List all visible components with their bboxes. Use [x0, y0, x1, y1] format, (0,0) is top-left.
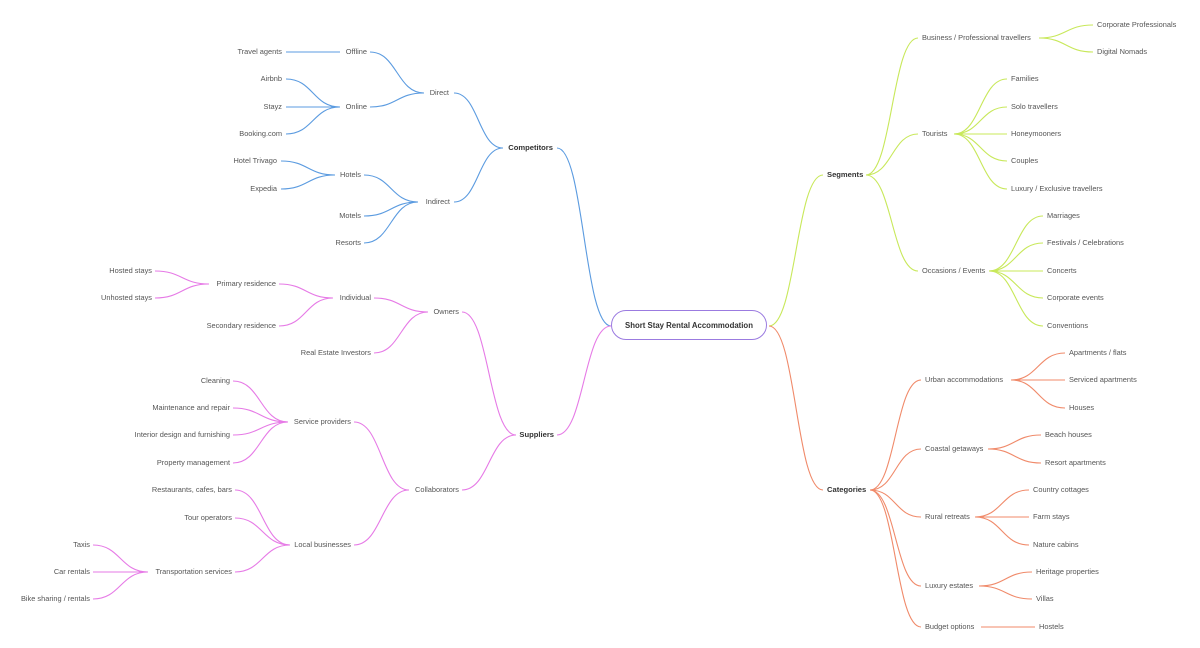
- node-rural[interactable]: Rural retreats: [925, 512, 970, 521]
- node-resort-apartments[interactable]: Resort apartments: [1045, 458, 1106, 467]
- node-tour-operators[interactable]: Tour operators: [184, 513, 232, 522]
- node-honeymooners[interactable]: Honeymooners: [1011, 129, 1062, 138]
- node-farm-stays[interactable]: Farm stays: [1033, 512, 1070, 521]
- node-collaborators[interactable]: Collaborators: [415, 485, 459, 494]
- node-occasions[interactable]: Occasions / Events: [922, 266, 986, 275]
- node-local-businesses[interactable]: Local businesses: [294, 540, 351, 549]
- node-hotel-trivago[interactable]: Hotel Trivago: [233, 156, 277, 165]
- node-primary-residence[interactable]: Primary residence: [216, 279, 276, 288]
- node-serviced-apartments[interactable]: Serviced apartments: [1069, 375, 1137, 384]
- node-transportation[interactable]: Transportation services: [155, 567, 232, 576]
- node-tourists[interactable]: Tourists: [922, 129, 948, 138]
- node-secondary-residence[interactable]: Secondary residence: [206, 321, 276, 330]
- node-marriages[interactable]: Marriages: [1047, 211, 1080, 220]
- node-hotels[interactable]: Hotels: [340, 170, 361, 179]
- node-concerts[interactable]: Concerts: [1047, 266, 1077, 275]
- node-booking-com[interactable]: Booking.com: [239, 129, 282, 138]
- node-interior-design[interactable]: Interior design and furnishing: [134, 430, 230, 439]
- node-houses[interactable]: Houses: [1069, 403, 1095, 412]
- node-digital-nomads[interactable]: Digital Nomads: [1097, 47, 1148, 56]
- root-label: Short Stay Rental Accommodation: [625, 320, 753, 330]
- node-segments[interactable]: Segments: [827, 170, 864, 179]
- node-luxury-estates[interactable]: Luxury estates: [925, 581, 974, 590]
- node-budget[interactable]: Budget options: [925, 622, 975, 631]
- node-corporate-professionals[interactable]: Corporate Professionals: [1097, 20, 1177, 29]
- node-competitors[interactable]: Competitors: [508, 143, 553, 152]
- node-cleaning[interactable]: Cleaning: [200, 376, 230, 385]
- node-conventions[interactable]: Conventions: [1047, 321, 1089, 330]
- node-apartments-flats[interactable]: Apartments / flats: [1069, 348, 1127, 357]
- node-nature-cabins[interactable]: Nature cabins: [1033, 540, 1079, 549]
- node-villas[interactable]: Villas: [1036, 594, 1054, 603]
- node-resorts[interactable]: Resorts: [335, 238, 361, 247]
- node-bike-sharing[interactable]: Bike sharing / rentals: [20, 594, 90, 603]
- node-heritage-properties[interactable]: Heritage properties: [1036, 567, 1099, 576]
- node-airbnb[interactable]: Airbnb: [260, 74, 282, 83]
- node-offline[interactable]: Offline: [345, 47, 367, 56]
- node-suppliers[interactable]: Suppliers: [519, 430, 554, 439]
- node-indirect[interactable]: Indirect: [425, 197, 450, 206]
- node-luxury-travellers[interactable]: Luxury / Exclusive travellers: [1011, 184, 1103, 193]
- node-business-travellers[interactable]: Business / Professional travellers: [922, 33, 1031, 42]
- node-taxis[interactable]: Taxis: [73, 540, 90, 549]
- node-categories[interactable]: Categories: [827, 485, 867, 494]
- node-country-cottages[interactable]: Country cottages: [1033, 485, 1089, 494]
- node-restaurants[interactable]: Restaurants, cafes, bars: [151, 485, 232, 494]
- node-service-providers[interactable]: Service providers: [293, 417, 351, 426]
- node-solo-travellers[interactable]: Solo travellers: [1011, 102, 1058, 111]
- node-motels[interactable]: Motels: [339, 211, 361, 220]
- node-owners[interactable]: Owners: [433, 307, 459, 316]
- node-direct[interactable]: Direct: [429, 88, 449, 97]
- node-urban[interactable]: Urban accommodations: [925, 375, 1004, 384]
- node-hostels[interactable]: Hostels: [1039, 622, 1064, 631]
- node-corporate-events[interactable]: Corporate events: [1047, 293, 1104, 302]
- node-festivals[interactable]: Festivals / Celebrations: [1047, 238, 1124, 247]
- node-individual[interactable]: Individual: [339, 293, 371, 302]
- node-travel-agents[interactable]: Travel agents: [237, 47, 282, 56]
- node-expedia[interactable]: Expedia: [250, 184, 277, 193]
- node-online[interactable]: Online: [345, 102, 367, 111]
- node-couples[interactable]: Couples: [1011, 156, 1039, 165]
- node-coastal[interactable]: Coastal getaways: [925, 444, 984, 453]
- node-maintenance[interactable]: Maintenance and repair: [152, 403, 230, 412]
- node-car-rentals[interactable]: Car rentals: [53, 567, 90, 576]
- node-stayz[interactable]: Stayz: [263, 102, 282, 111]
- node-unhosted-stays[interactable]: Unhosted stays: [101, 293, 152, 302]
- node-beach-houses[interactable]: Beach houses: [1045, 430, 1092, 439]
- node-families[interactable]: Families: [1011, 74, 1039, 83]
- node-real-estate-investors[interactable]: Real Estate Investors: [300, 348, 371, 357]
- root-node[interactable]: Short Stay Rental Accommodation: [611, 310, 767, 340]
- node-hosted-stays[interactable]: Hosted stays: [109, 266, 152, 275]
- node-property-management[interactable]: Property management: [156, 458, 230, 467]
